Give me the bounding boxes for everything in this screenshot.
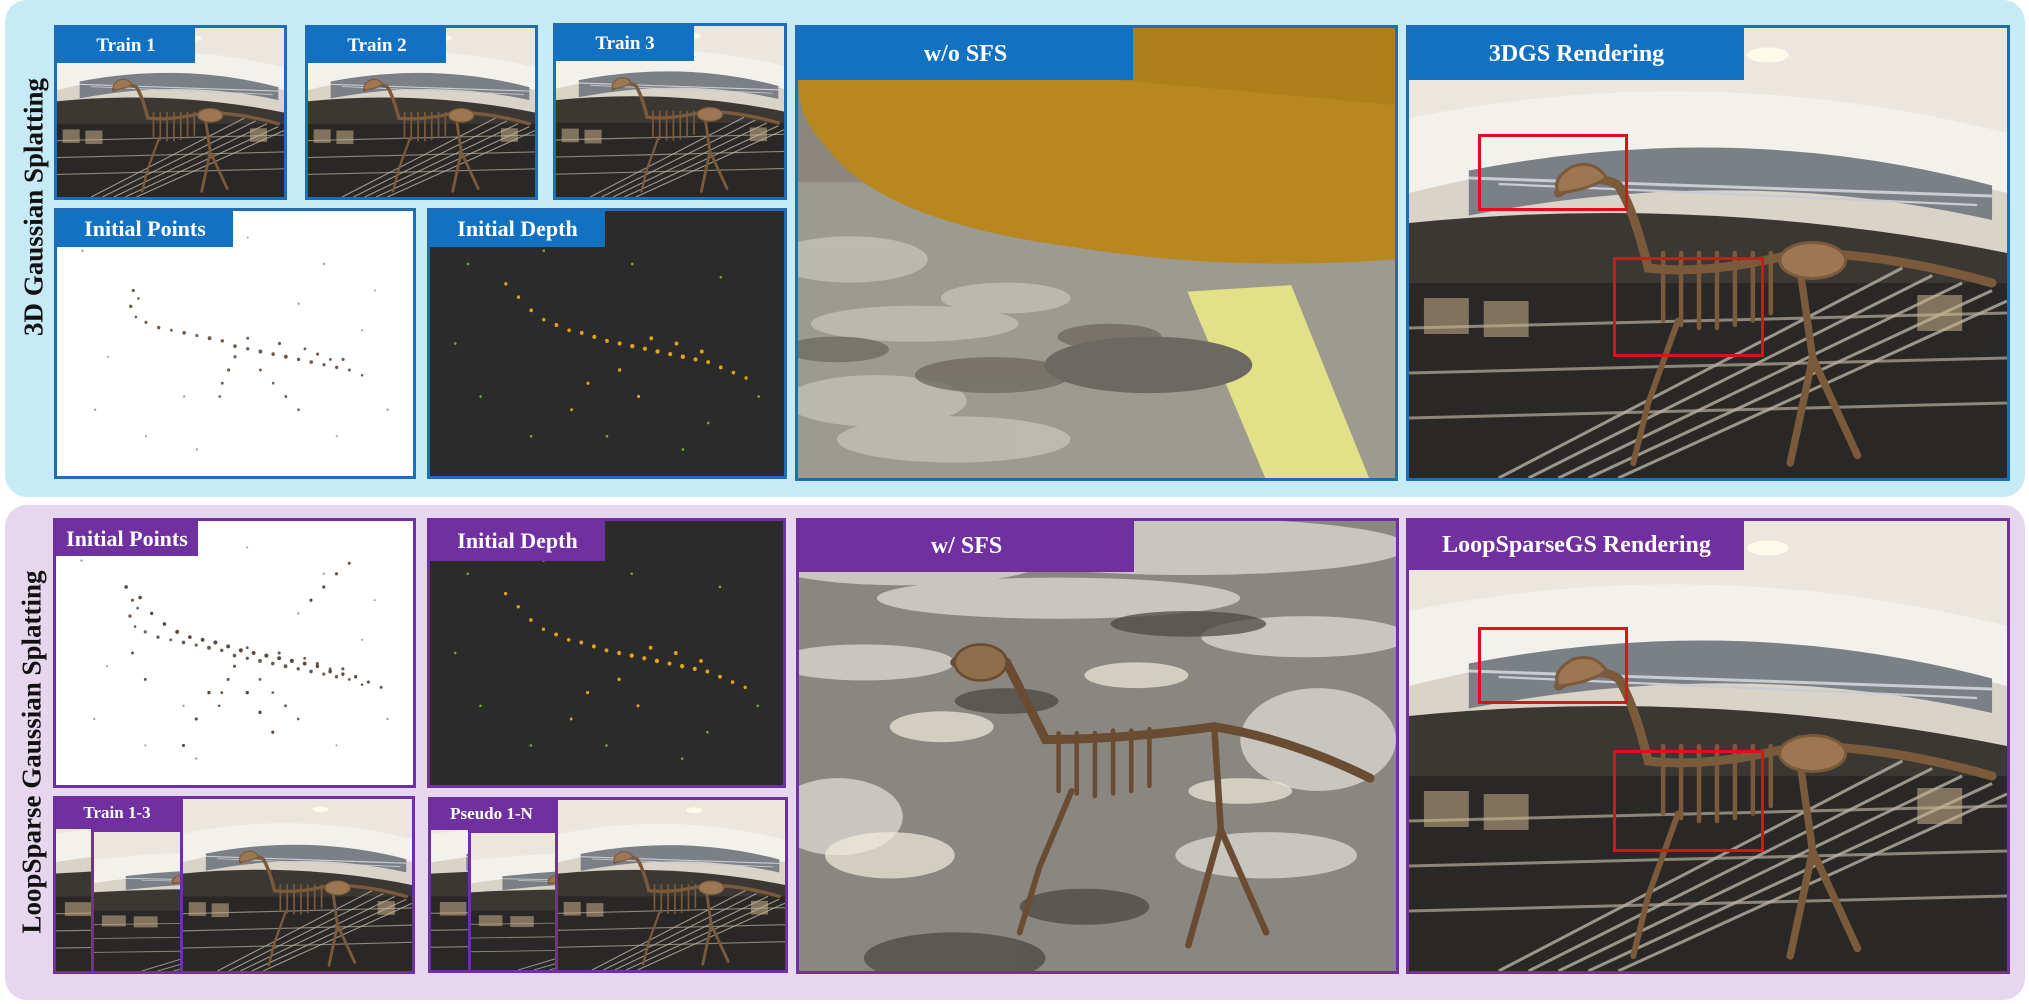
initial-depth-label-3dgs: Initial Depth bbox=[430, 211, 605, 247]
initial-points-label-loopsparse: Initial Points bbox=[56, 521, 198, 556]
train-stack: Train 1-3 bbox=[53, 796, 415, 974]
initial-depth-image-3dgs bbox=[430, 211, 784, 476]
initial-points-label-3dgs: Initial Points bbox=[57, 211, 233, 247]
sfs-label-3dgs: w/o SFS bbox=[798, 28, 1133, 80]
rendering-panel-loopsparse: LoopSparseGS Rendering bbox=[1406, 518, 2010, 974]
initial-points-image-3dgs bbox=[57, 211, 413, 476]
highlight-box-ribs-3dgs bbox=[1613, 257, 1764, 357]
rendering-image-loopsparse bbox=[1409, 521, 2007, 971]
rendering-label-loopsparse: LoopSparseGS Rendering bbox=[1409, 521, 1744, 570]
highlight-box-head-loopsparse bbox=[1478, 627, 1628, 704]
rendering-label-3dgs: 3DGS Rendering bbox=[1409, 28, 1744, 80]
pseudo-stack: Pseudo 1-N bbox=[428, 797, 788, 973]
initial-points-image-loopsparse bbox=[56, 521, 413, 785]
row-label-3dgs: 3D Gaussian Splatting bbox=[18, 77, 49, 337]
train-2-label: Train 2 bbox=[308, 28, 446, 63]
train-stack-frame-3 bbox=[180, 796, 415, 974]
sfs-render-image-loopsparse bbox=[799, 521, 1396, 971]
sfs-render-image-3dgs bbox=[798, 28, 1395, 478]
initial-depth-panel-loopsparse: Initial Depth bbox=[427, 518, 786, 788]
train-1-label: Train 1 bbox=[57, 28, 195, 63]
train-stack-image-3 bbox=[183, 799, 412, 971]
initial-points-panel-loopsparse: Initial Points bbox=[53, 518, 416, 788]
pseudo-stack-frame-3 bbox=[555, 797, 788, 973]
rendering-image-3dgs bbox=[1409, 28, 2007, 478]
highlight-box-head-3dgs bbox=[1478, 134, 1628, 211]
train-3-label: Train 3 bbox=[556, 26, 694, 61]
train-1-panel: Train 1 bbox=[54, 25, 287, 200]
sfs-label-loopsparse: w/ SFS bbox=[799, 521, 1134, 572]
train-3-panel: Train 3 bbox=[553, 23, 787, 200]
highlight-box-ribs-loopsparse bbox=[1613, 750, 1764, 852]
pseudo-stack-label: Pseudo 1-N bbox=[428, 797, 555, 830]
row-label-loopsparse: LoopSparse Gaussian Splatting bbox=[16, 570, 47, 934]
initial-depth-panel-3dgs: Initial Depth bbox=[427, 208, 787, 479]
initial-points-panel-3dgs: Initial Points bbox=[54, 208, 416, 479]
initial-depth-label-loopsparse: Initial Depth bbox=[430, 521, 605, 561]
train-2-panel: Train 2 bbox=[305, 25, 538, 200]
pseudo-stack-image-3 bbox=[558, 800, 785, 970]
sfs-panel-3dgs: w/o SFS bbox=[795, 25, 1398, 481]
sfs-panel-loopsparse: w/ SFS bbox=[796, 518, 1399, 974]
rendering-panel-3dgs: 3DGS Rendering bbox=[1406, 25, 2010, 481]
train-stack-label: Train 1-3 bbox=[53, 796, 181, 829]
